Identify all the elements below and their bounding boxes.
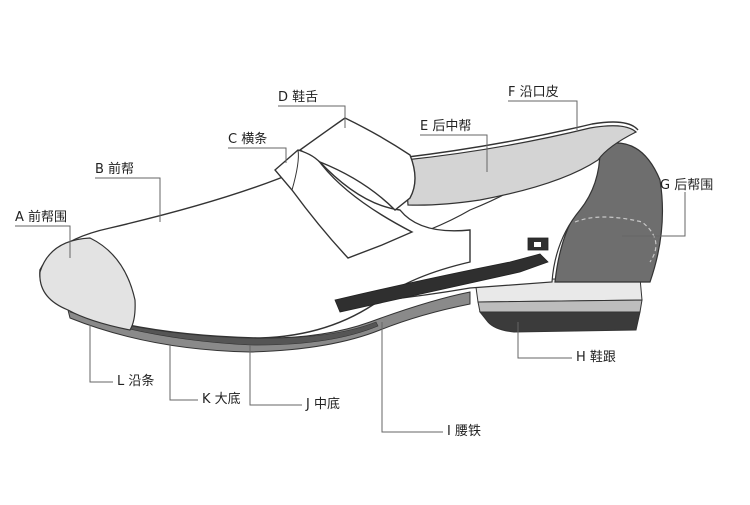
leader-c bbox=[228, 147, 287, 163]
label-vamp: B 前帮 bbox=[95, 162, 135, 177]
label-strap: C 横条 bbox=[228, 132, 268, 147]
leader-d bbox=[278, 105, 346, 128]
leader-e bbox=[420, 134, 488, 172]
collar-lining bbox=[404, 125, 638, 206]
label-rear-quarter: E 后中帮 bbox=[420, 119, 472, 134]
leader-h bbox=[517, 322, 572, 359]
leader-g bbox=[622, 192, 686, 237]
leader-a bbox=[15, 225, 71, 258]
leader-b bbox=[95, 177, 161, 222]
label-shank: I 腰铁 bbox=[447, 424, 481, 439]
strap-fold bbox=[291, 149, 299, 191]
topline-edge bbox=[399, 121, 639, 159]
label-collar-lining: F 沿口皮 bbox=[508, 85, 559, 100]
label-tongue: D 鞋舌 bbox=[278, 90, 319, 105]
heel-counter-stitch bbox=[574, 216, 657, 263]
tongue bbox=[298, 117, 416, 211]
shank-hole bbox=[534, 242, 541, 247]
leader-l bbox=[89, 325, 113, 383]
heel bbox=[474, 277, 643, 333]
label-insole: J 中底 bbox=[306, 397, 340, 412]
shank bbox=[334, 253, 549, 313]
leader-lines bbox=[15, 100, 686, 433]
toe-cap bbox=[39, 237, 136, 331]
label-heel-counter: G 后帮围 bbox=[660, 178, 714, 193]
leader-k bbox=[169, 344, 198, 401]
label-welt: L 沿条 bbox=[117, 374, 155, 389]
leader-f bbox=[508, 100, 578, 130]
leader-i bbox=[381, 322, 443, 433]
label-outsole: K 大底 bbox=[202, 392, 241, 407]
strap bbox=[274, 149, 414, 259]
label-heel: H 鞋跟 bbox=[576, 350, 616, 365]
label-toe-cap: A 前帮围 bbox=[15, 210, 68, 225]
leader-j bbox=[249, 345, 302, 406]
